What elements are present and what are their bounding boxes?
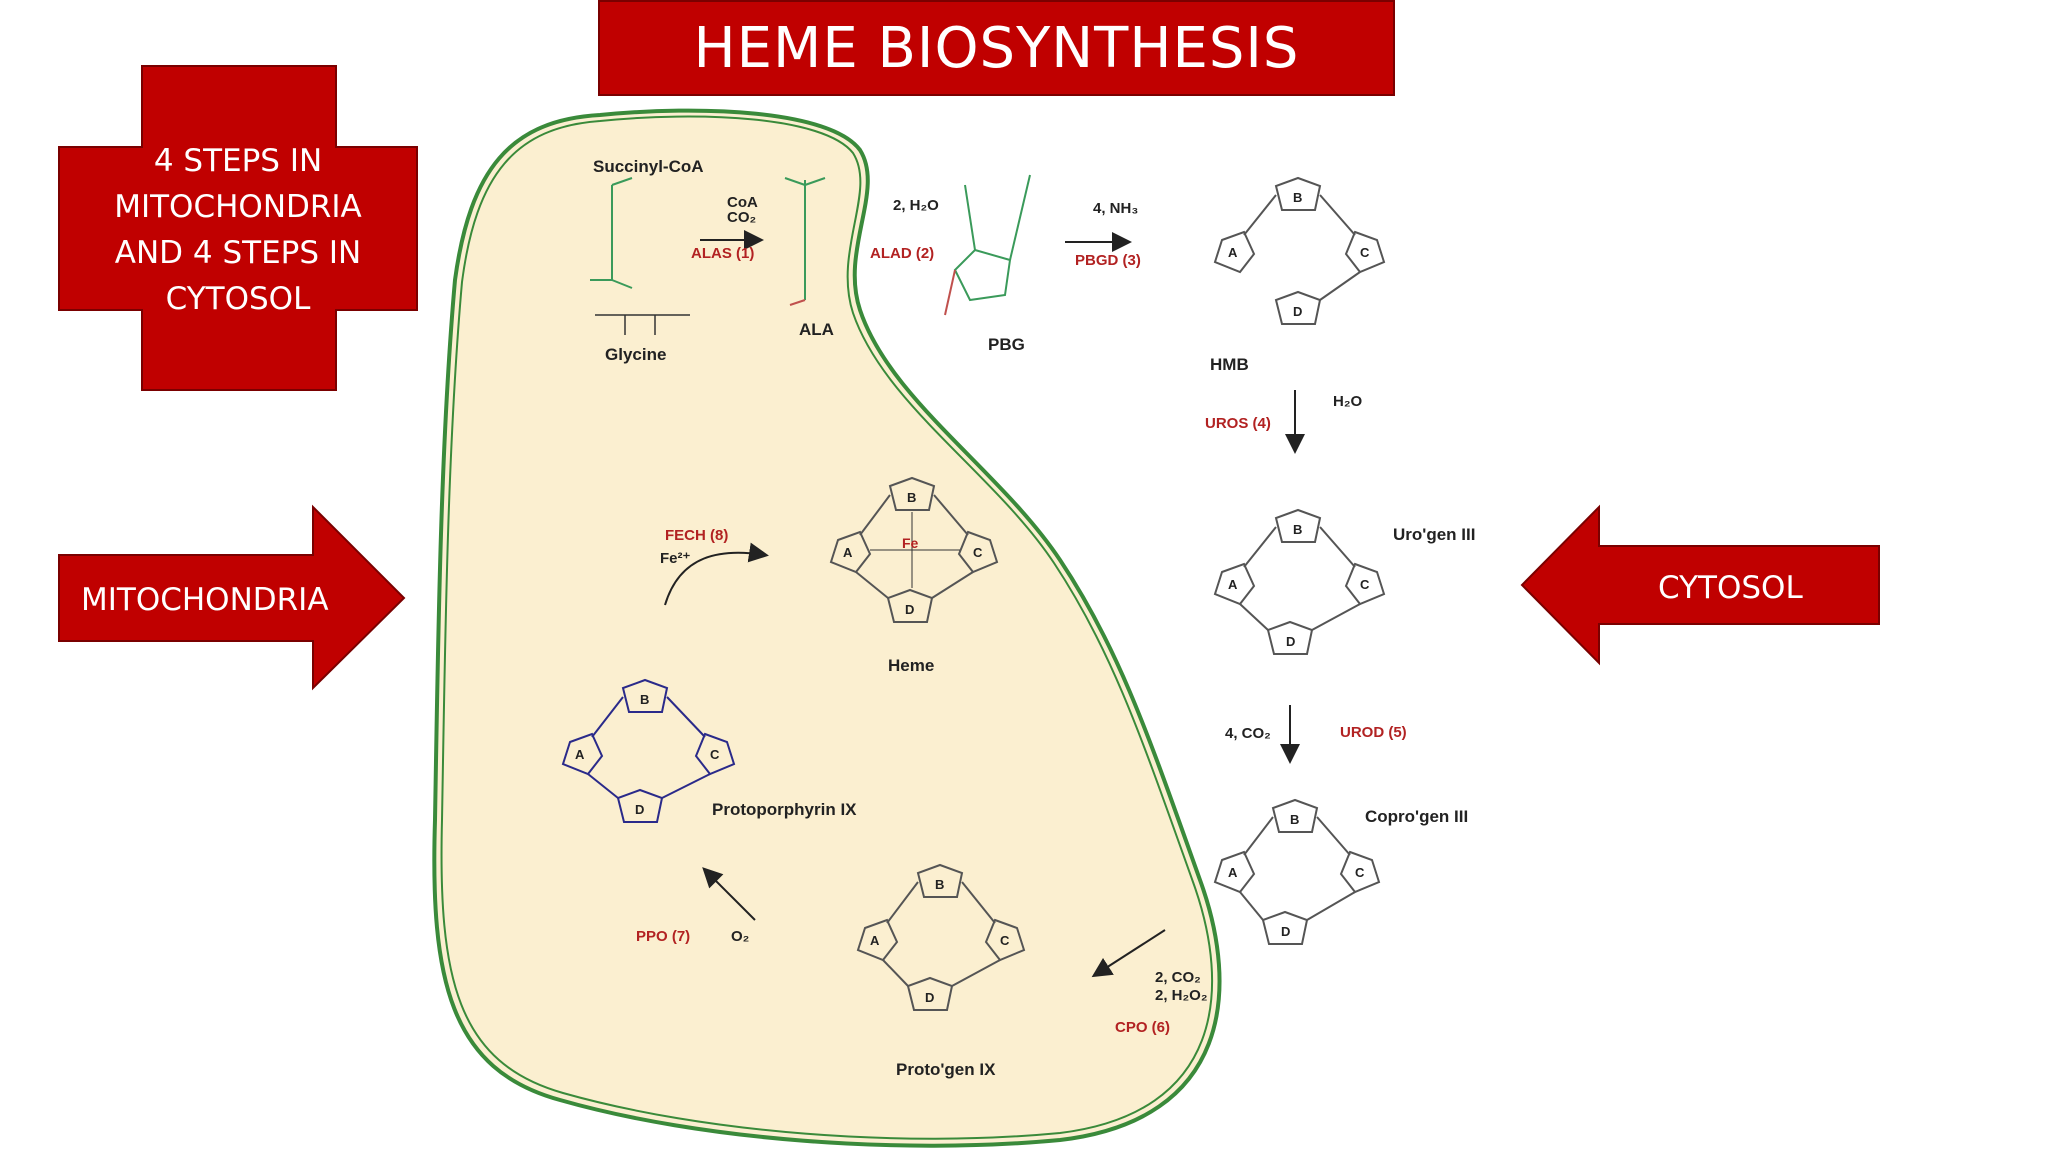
svg-text:C: C xyxy=(1355,865,1365,880)
glycine-label: Glycine xyxy=(605,345,666,364)
h2o-2-reagent: 2, H₂O xyxy=(893,197,939,214)
glycine-structure xyxy=(595,314,690,335)
ala-label: ALA xyxy=(799,320,834,339)
mitochondria-arrow-shape xyxy=(58,504,406,691)
heme-label: Heme xyxy=(888,656,934,675)
svg-text:D: D xyxy=(905,602,914,617)
svg-text:B: B xyxy=(1290,812,1299,827)
heme-fe-symbol: Fe xyxy=(902,535,919,551)
co2-4-reagent: 4, CO₂ xyxy=(1225,725,1271,742)
urogen-label: Uro'gen III xyxy=(1393,525,1475,544)
svg-text:A: A xyxy=(1228,245,1238,260)
uros-enzyme: UROS (4) xyxy=(1205,415,1271,432)
steps-line-1: 4 STEPS IN xyxy=(153,143,323,179)
protoporphyrin-label: Protoporphyrin IX xyxy=(712,800,857,819)
coprogen-structure xyxy=(1213,798,1381,945)
ppo-arrow xyxy=(702,867,756,921)
coprogen-label: Copro'gen III xyxy=(1365,807,1468,826)
page-title: HEME BIOSYNTHESIS xyxy=(693,15,1300,81)
svg-text:C: C xyxy=(1360,245,1370,260)
mitochondria-region xyxy=(432,108,1222,1148)
svg-text:A: A xyxy=(575,747,585,762)
protogen-label: Proto'gen IX xyxy=(896,1060,996,1079)
svg-text:B: B xyxy=(907,490,916,505)
succinyl-coa-structure xyxy=(590,177,633,289)
ppo-enzyme: PPO (7) xyxy=(636,928,690,945)
mitochondria-arrow-label: MITOCHONDRIA xyxy=(81,582,329,618)
svg-text:D: D xyxy=(635,802,644,817)
svg-text:D: D xyxy=(1286,634,1295,649)
fech-arrow xyxy=(664,542,769,606)
cytosol-arrow-shape xyxy=(1520,504,1880,666)
co2-2-reagent: 2, CO₂ xyxy=(1155,969,1201,986)
svg-text:A: A xyxy=(843,545,853,560)
steps-cross-shape xyxy=(58,65,418,391)
svg-text:C: C xyxy=(710,747,720,762)
cpo-enzyme: CPO (6) xyxy=(1115,1019,1170,1036)
svg-text:D: D xyxy=(1293,304,1302,319)
svg-text:C: C xyxy=(973,545,983,560)
protoporphyrin-structure xyxy=(561,678,736,823)
coa-reagent: CoA xyxy=(727,194,758,211)
nh3-4-reagent: 4, NH₃ xyxy=(1093,200,1138,217)
svg-text:B: B xyxy=(640,692,649,707)
h2o2-2-reagent: 2, H₂O₂ xyxy=(1155,987,1208,1004)
hmb-label: HMB xyxy=(1210,355,1249,374)
urogen-structure xyxy=(1213,508,1386,655)
svg-text:C: C xyxy=(1360,577,1370,592)
pbgd-enzyme: PBGD (3) xyxy=(1075,252,1141,269)
steps-callout: 4 STEPS IN MITOCHONDRIA AND 4 STEPS IN C… xyxy=(60,138,416,322)
fech-enzyme: FECH (8) xyxy=(665,527,728,544)
pbg-structure xyxy=(944,174,1031,316)
alad-enzyme: ALAD (2) xyxy=(870,245,934,262)
steps-line-3: AND 4 STEPS IN xyxy=(114,235,362,271)
o2-reagent: O₂ xyxy=(731,928,749,945)
svg-text:B: B xyxy=(1293,522,1302,537)
urod-enzyme: UROD (5) xyxy=(1340,724,1407,741)
protogen-structure xyxy=(856,863,1026,1011)
svg-text:B: B xyxy=(1293,190,1302,205)
fe-reagent: Fe²⁺ xyxy=(660,550,691,567)
svg-text:A: A xyxy=(1228,577,1238,592)
alas-enzyme: ALAS (1) xyxy=(691,245,754,262)
svg-text:D: D xyxy=(1281,924,1290,939)
pbg-label: PBG xyxy=(988,335,1025,354)
ala-structure xyxy=(784,177,826,306)
svg-text:D: D xyxy=(925,990,934,1005)
h2o-reagent: H₂O xyxy=(1333,393,1362,410)
cpo-arrow xyxy=(1091,929,1166,978)
heme-structure xyxy=(829,476,999,623)
mitochondria-inner-membrane xyxy=(440,115,1214,1140)
svg-text:C: C xyxy=(1000,933,1010,948)
title-banner: HEME BIOSYNTHESIS xyxy=(598,0,1395,96)
svg-text:A: A xyxy=(1228,865,1238,880)
steps-line-4: CYTOSOL xyxy=(165,281,311,317)
succinyl-coa-label: Succinyl-CoA xyxy=(593,157,704,176)
steps-line-2: MITOCHONDRIA xyxy=(114,189,362,225)
svg-text:A: A xyxy=(870,933,880,948)
svg-text:B: B xyxy=(935,877,944,892)
hmb-structure xyxy=(1213,176,1386,325)
co2-reagent: CO₂ xyxy=(727,209,756,226)
cytosol-arrow-label: CYTOSOL xyxy=(1658,570,1803,606)
ring-letters: B A C D B A C D B A C D B A C D B A C D … xyxy=(575,190,1370,1005)
